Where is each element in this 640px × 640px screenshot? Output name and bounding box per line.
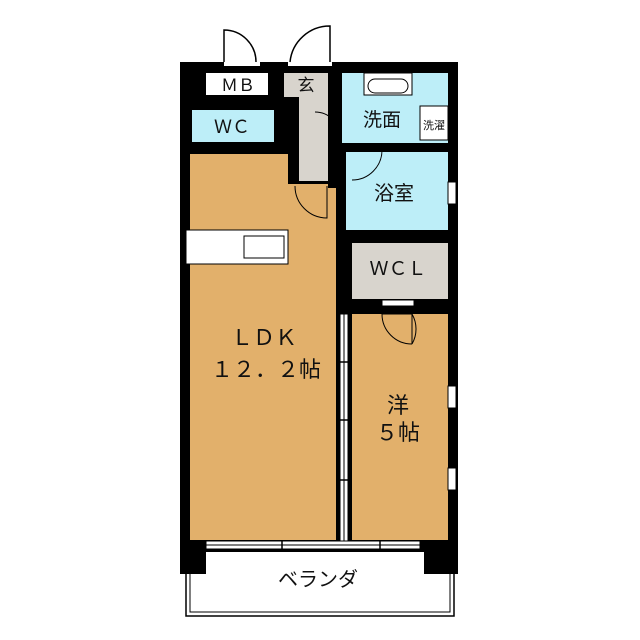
window xyxy=(447,385,457,409)
column xyxy=(180,540,206,574)
column xyxy=(424,540,458,574)
wcl-label: ＷＣＬ xyxy=(369,258,426,280)
genkan-area xyxy=(284,73,328,97)
bathroom-label: 浴室 xyxy=(374,181,414,205)
genkan-label: 玄 xyxy=(298,76,315,96)
wc-label: ＷＣ xyxy=(214,117,250,138)
bathroom xyxy=(346,152,448,230)
veranda-label: ベランダ xyxy=(278,567,358,591)
window xyxy=(447,181,457,205)
western-size-label: ５帖 xyxy=(376,421,420,446)
window xyxy=(447,467,457,491)
washroom-door xyxy=(314,111,341,138)
mb-label: ＭＢ xyxy=(221,76,255,96)
mb-room xyxy=(206,73,268,95)
washroom-label: 洗面 xyxy=(363,109,401,131)
partition-wall xyxy=(342,306,456,314)
corridor xyxy=(299,97,328,181)
ldk-name-label: ＬＤＫ xyxy=(231,326,297,351)
veranda-outline xyxy=(185,552,455,617)
bathtub xyxy=(363,72,413,96)
ldk-size-label: １２．２帖 xyxy=(211,358,321,383)
western-room xyxy=(352,312,448,540)
wc-door xyxy=(275,111,297,133)
ldk-door xyxy=(294,185,328,219)
bath-door xyxy=(351,149,383,181)
kitchen-counter xyxy=(185,229,289,265)
entrance-door xyxy=(288,25,332,66)
wcl-opening xyxy=(381,299,415,307)
partition-wall xyxy=(342,143,456,152)
mb-door xyxy=(223,29,260,66)
wc-room xyxy=(192,110,274,142)
western-name-label: 洋 xyxy=(387,394,409,419)
laundry-label: 洗濯 xyxy=(423,119,445,132)
washing-machine xyxy=(419,105,449,141)
wcl-room xyxy=(352,243,448,299)
